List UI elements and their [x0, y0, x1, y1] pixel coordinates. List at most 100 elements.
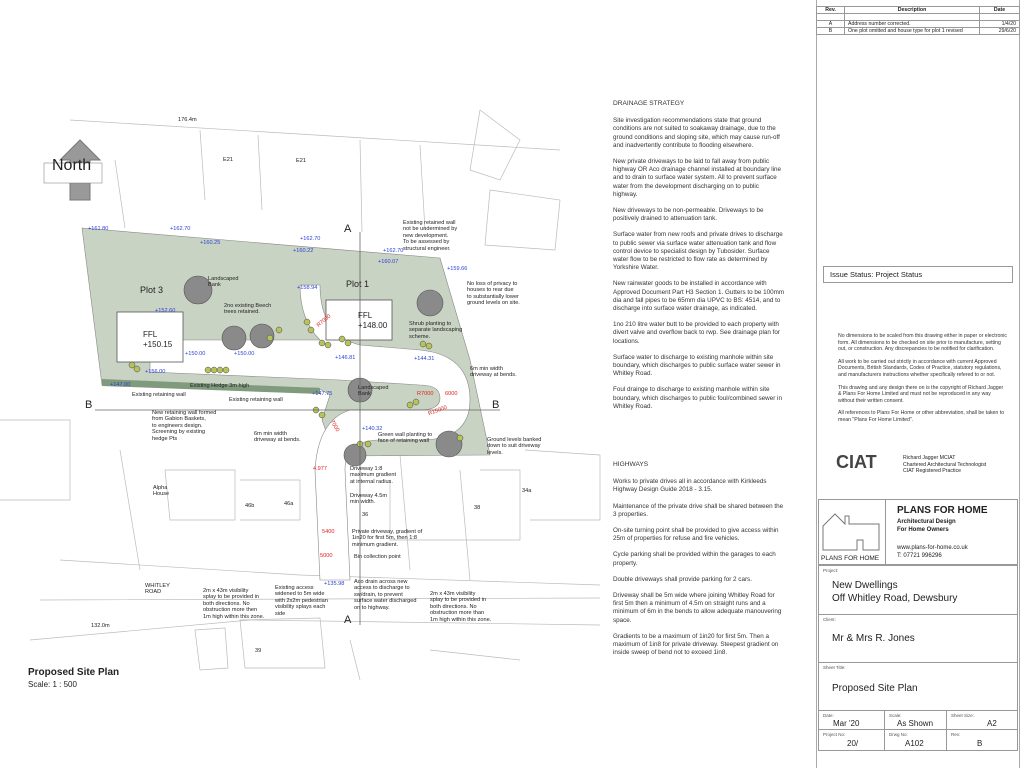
north-arrow: [43, 139, 103, 201]
dimension: 6000: [445, 391, 458, 397]
label: 34a: [522, 488, 532, 494]
label: Landscaped Bank: [358, 385, 389, 398]
caption: Date:: [823, 713, 834, 718]
drainage-notes: DRAINAGE STRATEGY Site investigation rec…: [613, 100, 785, 419]
caption: Sheet Size:: [951, 713, 975, 718]
note: No dimensions to be scaled from this dra…: [838, 333, 1007, 353]
level: +156.00: [145, 369, 166, 375]
note: This drawing and any design there on is …: [838, 384, 1004, 404]
label: Aco drain across new access to discharge…: [354, 579, 417, 611]
section-a-top: A: [344, 223, 352, 235]
project-no: 20/: [847, 739, 859, 748]
dimension: 5400: [322, 529, 335, 535]
date: 29/6/20: [979, 27, 1020, 35]
caption: Scale:: [889, 713, 902, 718]
caption: Sheet Title:: [823, 665, 846, 670]
date-cell: Date:Mar '20: [818, 710, 885, 730]
note: Double driveways shall provide parking f…: [613, 575, 752, 583]
label: New retaining wall formed from Gabion Ba…: [152, 410, 217, 442]
label: 6m min width driveway at bends.: [470, 366, 517, 379]
general-notes: No dimensions to be scaled from this dra…: [838, 333, 1008, 430]
sheet-title-box: Sheet Title: Proposed Site Plan: [818, 662, 1018, 711]
sheet-size: A2: [987, 719, 997, 728]
shrubs: [128, 318, 464, 448]
project-no-cell: Project No:20/: [818, 729, 885, 751]
company-phone: T: 07721 996296: [897, 553, 942, 559]
note: Surface water from new roofs and private…: [613, 231, 783, 272]
note: Site investigation recommendations state…: [613, 117, 780, 149]
access-driveway: [149, 284, 471, 581]
drainage-heading: DRAINAGE STRATEGY: [613, 100, 685, 107]
level: +144.31: [414, 356, 435, 362]
level: +152.60: [155, 308, 176, 314]
rev-cell: Rev:B: [946, 729, 1018, 751]
north-label: North: [52, 157, 92, 174]
caption: Project:: [823, 568, 839, 573]
surrounding-buildings: [0, 109, 601, 681]
level: +162.70: [300, 236, 321, 242]
drawing-no: A102: [905, 739, 924, 748]
section-b-left: B: [85, 399, 93, 411]
company-web[interactable]: www.plans-for-home.co.uk: [897, 545, 968, 551]
label: Alpha House: [153, 485, 170, 498]
house-logo-icon: [822, 513, 880, 551]
label: E21: [296, 158, 306, 164]
note: New rainwater goods to be installed in a…: [613, 280, 785, 313]
rev: B: [816, 27, 845, 35]
drawing-no-cell: Drwg No:A102: [884, 729, 947, 751]
level: +160.22: [293, 248, 314, 254]
client-box: Client: Mr & Mrs R. Jones: [818, 614, 1018, 663]
label: 46a: [284, 501, 294, 507]
label: 2m x 43m visibility splay to be provided…: [430, 591, 492, 623]
level: +161.80: [88, 226, 109, 232]
label: Driveway 4.5m min width.: [350, 493, 387, 506]
ffl-plot3: FFL +150.15: [143, 330, 173, 349]
desc: Address number corrected.: [844, 20, 980, 28]
note: New driveways to be non-permeable. Drive…: [613, 207, 764, 223]
note: 1no 210 litre water butt to be provided …: [613, 321, 780, 345]
section-lines: [95, 232, 500, 625]
ciat-role: Chartered Architectural Technologist: [903, 461, 987, 468]
logo-text: PLANS FOR HOME: [821, 555, 880, 562]
project-box: Project: New Dwellings Off Whitley Road,…: [818, 565, 1018, 615]
road-name: WHITLEY ROAD: [145, 583, 170, 596]
level: +162.70: [383, 248, 404, 254]
level: +147.75: [312, 391, 333, 397]
section-b-right: B: [492, 399, 500, 411]
plot1-house: [325, 299, 393, 341]
label: 2no existing Beech trees retained.: [224, 303, 272, 316]
sheet-title: Proposed Site Plan: [832, 683, 918, 694]
label: Existing access widened to 5m wide with …: [275, 585, 328, 617]
section-a-bottom: A: [344, 614, 352, 626]
company-tag2: For Home Owners: [897, 527, 949, 533]
label: Existing retaining wall: [132, 392, 186, 398]
plot3-label: Plot 3: [140, 285, 164, 295]
issue-status: Issue Status: Project Status: [823, 266, 1013, 283]
note: On-site turning point shall be provided …: [613, 527, 779, 543]
scale-cell: Scale:As Shown: [884, 710, 947, 730]
label: Landscaped Bank: [208, 276, 239, 289]
dimension: 4.977: [313, 466, 327, 472]
label: Driveway 1:8 maximum gradient at interna…: [350, 466, 397, 485]
level: +146.81: [335, 355, 356, 361]
label: Shrub planting to separate landscaping s…: [409, 321, 463, 340]
note: Maintenance of the private drive shall b…: [613, 502, 784, 518]
label: Existing retaining wall: [229, 397, 283, 403]
plot3-house: [116, 311, 184, 363]
project-line1: New Dwellings: [832, 580, 898, 591]
level: +147.00: [110, 382, 131, 388]
drawing-scale: Scale: 1 : 500: [28, 680, 77, 689]
client: Mr & Mrs R. Jones: [832, 633, 915, 644]
label: 132.0m: [91, 623, 110, 629]
level: +159.66: [447, 266, 468, 272]
level: +135.98: [324, 581, 345, 587]
label: 2m x 43m visibility splay to be provided…: [203, 588, 265, 620]
rev: A: [816, 20, 845, 28]
highways-heading: HIGHWAYS: [613, 461, 649, 468]
company-tag1: Architectural Design: [897, 519, 956, 525]
date: Mar '20: [833, 719, 860, 728]
